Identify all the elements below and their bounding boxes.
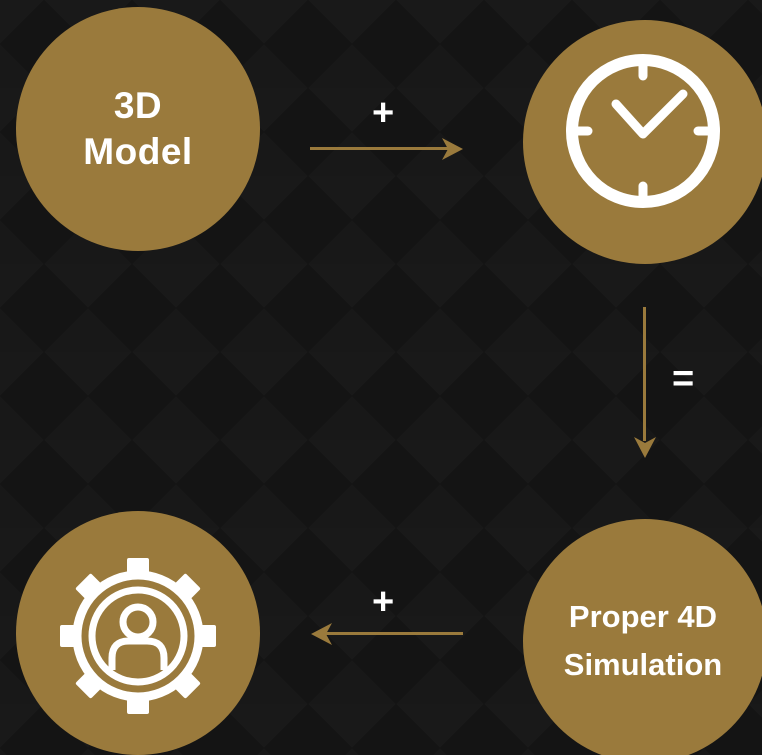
arrow-top-line — [310, 147, 448, 150]
equals-sign: = — [672, 358, 695, 400]
arrow-bottom-line — [326, 632, 463, 635]
node-4d-simulation: Proper 4D Simulation — [523, 519, 762, 755]
clock-icon — [566, 54, 720, 208]
arrow-bottom-head — [311, 623, 332, 645]
arrow-right-line — [643, 307, 646, 441]
plus-sign-top: + — [372, 92, 395, 134]
node-3d-model: 3D Model — [16, 7, 260, 251]
gear-person-icon — [60, 558, 216, 714]
node-4d-simulation-label: Proper 4D Simulation — [563, 599, 723, 682]
node-schedule — [523, 20, 762, 264]
arrow-right-head — [634, 437, 656, 458]
node-resource — [16, 511, 260, 755]
node-3d-model-label: 3D Model — [83, 85, 193, 172]
plus-sign-bottom: + — [372, 581, 395, 623]
arrow-top-head — [442, 138, 463, 160]
